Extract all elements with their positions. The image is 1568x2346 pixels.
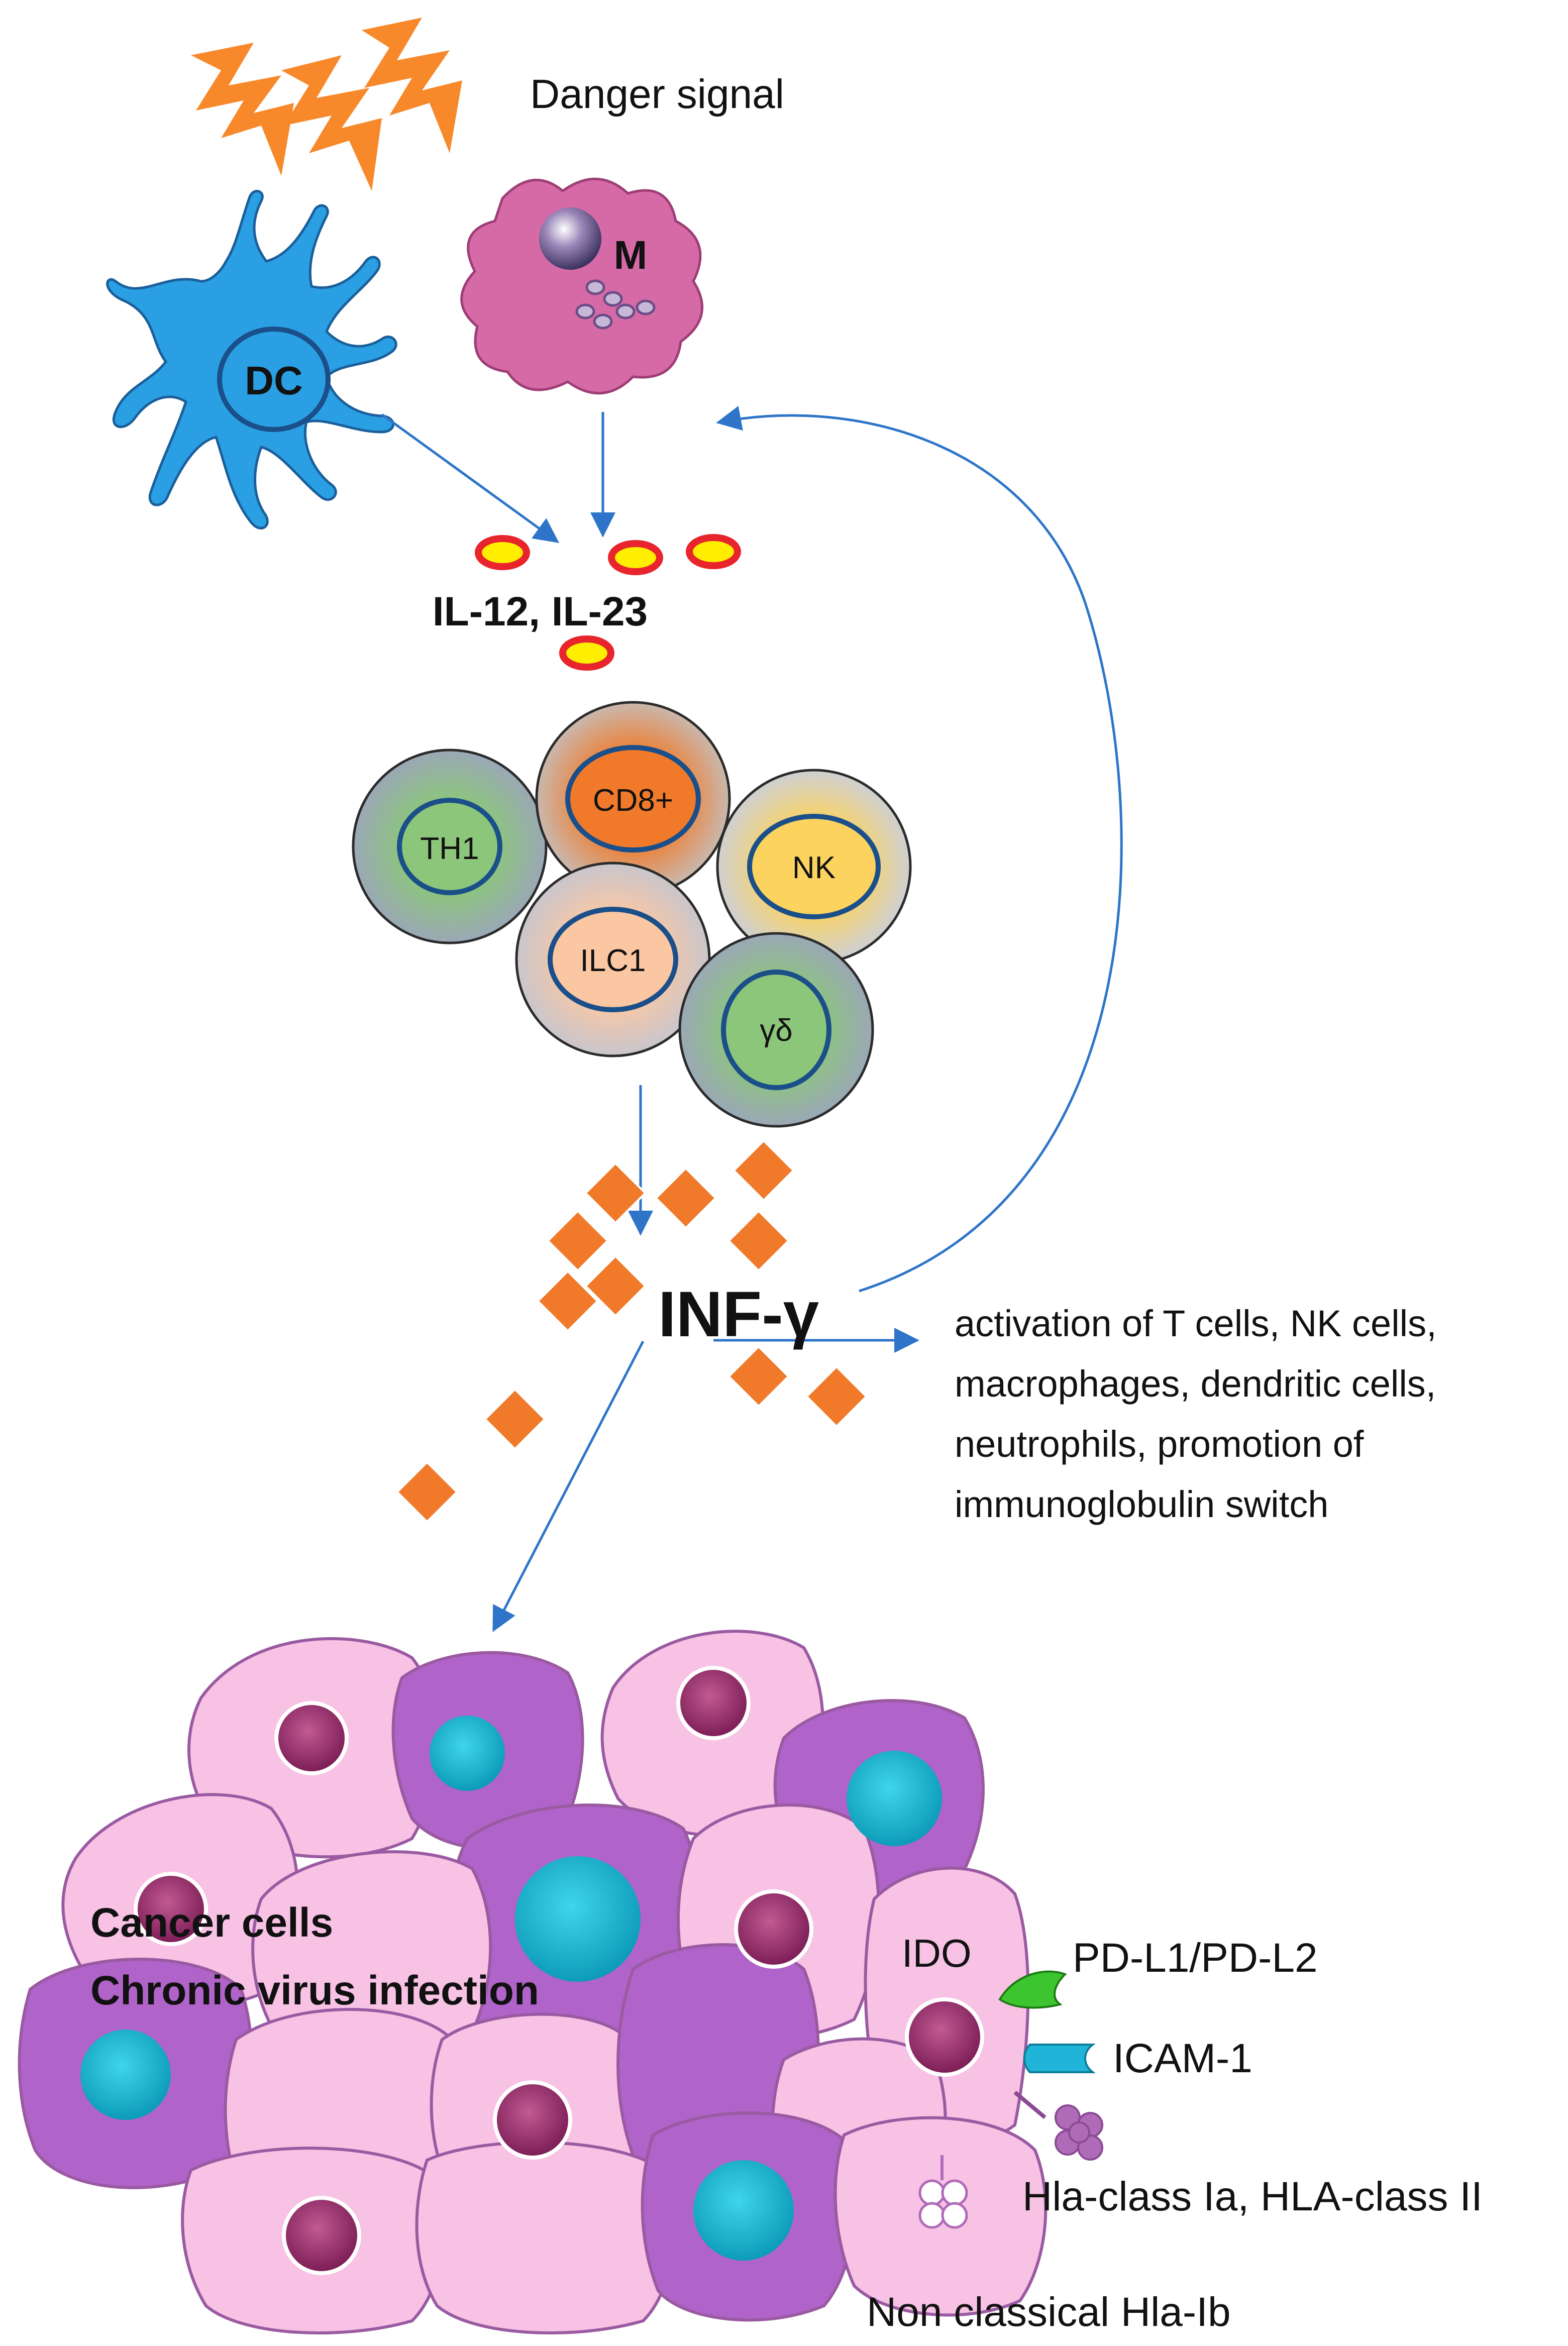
cytokine-particle (475, 535, 530, 570)
nucleus (693, 2160, 794, 2261)
ifn-particle (546, 1209, 609, 1272)
nucleus (430, 1716, 505, 1791)
macrophage-label: M (614, 233, 648, 277)
effector-cell-gamma-delta: γδ (678, 932, 874, 1128)
cytokine-particle (686, 534, 741, 569)
danger-signal-label: Danger signal (530, 71, 784, 117)
nucleus (134, 1872, 208, 1946)
target-cell-cluster (18, 1630, 1048, 2334)
target-cell-nuclei (80, 1666, 984, 2275)
target-label-virus: Chronic virus infection (90, 1968, 539, 2013)
lightning-bolt-2 (281, 55, 382, 191)
ifn-particle (584, 1161, 647, 1225)
cytokine-particle (608, 540, 663, 575)
dendritic-cell: DC (106, 190, 397, 529)
arrow-ifn-feedback-loop (716, 406, 1123, 1293)
effector-cell-th1: TH1 (352, 749, 548, 944)
icam-1-label: ICAM-1 (1113, 2036, 1252, 2081)
cytokine-particles (475, 534, 741, 671)
nucleus (847, 1751, 942, 1846)
pd-l1-label: PD-L1/PD-L2 (1073, 1935, 1318, 1981)
ifn-particle (654, 1166, 717, 1230)
effector-cell-ilc1: ILC1 (515, 862, 711, 1057)
tissue-cell (415, 2141, 675, 2334)
ifn-effects-text: activation of T cells, NK cells, macroph… (955, 1303, 1437, 1525)
nucleus (515, 1856, 641, 1982)
cytokines-label: IL-12, IL-23 (433, 589, 648, 634)
nucleus (493, 2080, 572, 2160)
ifn-particle (584, 1254, 647, 1318)
effector-cell-label: NK (792, 850, 835, 885)
ifn-particle (727, 1345, 790, 1408)
dendritic-cell-nucleus (217, 327, 331, 432)
lightning-bolts (191, 18, 462, 191)
macrophage-granules (575, 279, 656, 330)
effector-cell-label: CD8+ (593, 783, 673, 818)
hla-class-i-ii-molecule (1013, 2090, 1103, 2161)
target-cells-labels: Cancer cells Chronic virus infection (90, 1900, 539, 2013)
cytokine-particle (559, 635, 614, 671)
ifn-particle (732, 1139, 795, 1202)
ifn-particle (483, 1388, 547, 1451)
nucleus (905, 1997, 984, 2077)
effects-line: activation of T cells, NK cells, (955, 1303, 1437, 1344)
hla-ib-label: Non classical Hla-Ib (867, 2289, 1231, 2335)
ifn-gamma-label: INF-γ (658, 1278, 819, 1350)
arrow-ifn-to-target-cells (492, 1340, 645, 1632)
ifn-gamma-particles (395, 1139, 868, 1524)
arrows (381, 406, 1123, 1632)
ifn-particle (805, 1365, 868, 1428)
ifn-particle (395, 1460, 459, 1524)
hla-class-label: Hla-class Ia, HLA-class II (1022, 2174, 1483, 2219)
effects-line: immunoglobulin switch (955, 1483, 1328, 1525)
effects-line: neutrophils, promotion of (955, 1423, 1364, 1465)
dendritic-cell-label: DC (245, 358, 303, 403)
target-label-cancer: Cancer cells (90, 1900, 333, 1946)
effector-cell-nk: NK (716, 769, 912, 965)
nucleus (274, 1701, 349, 1775)
hla-ib-molecule (918, 2155, 968, 2229)
lightning-bolt-3 (362, 18, 462, 153)
ido-label: IDO (902, 1931, 972, 1975)
effects-line: macrophages, dendritic cells, (955, 1363, 1436, 1405)
macrophage-cell: M (460, 177, 704, 395)
ifn-particle (727, 1209, 790, 1272)
macrophage-body (460, 177, 704, 395)
nucleus (282, 2196, 361, 2275)
macrophage-nucleus (539, 207, 601, 270)
ifn-particle (536, 1269, 599, 1333)
nucleus (80, 2030, 171, 2120)
nucleus (734, 1889, 813, 1969)
lightning-bolt-1 (191, 43, 294, 176)
effector-cell-label: ILC1 (580, 943, 646, 978)
effector-cell-label: γδ (760, 1013, 793, 1048)
pd-l1-molecule (998, 1970, 1067, 2009)
nucleus (676, 1666, 751, 1740)
effector-cell-cd8: CD8+ (535, 701, 731, 897)
arrow-dc-to-cytokines (381, 413, 560, 543)
icam-1-molecule (1023, 2044, 1096, 2073)
effector-cells: TH1 CD8+ NK ILC1 γδ (352, 701, 912, 1128)
effector-cell-label: TH1 (420, 831, 479, 866)
